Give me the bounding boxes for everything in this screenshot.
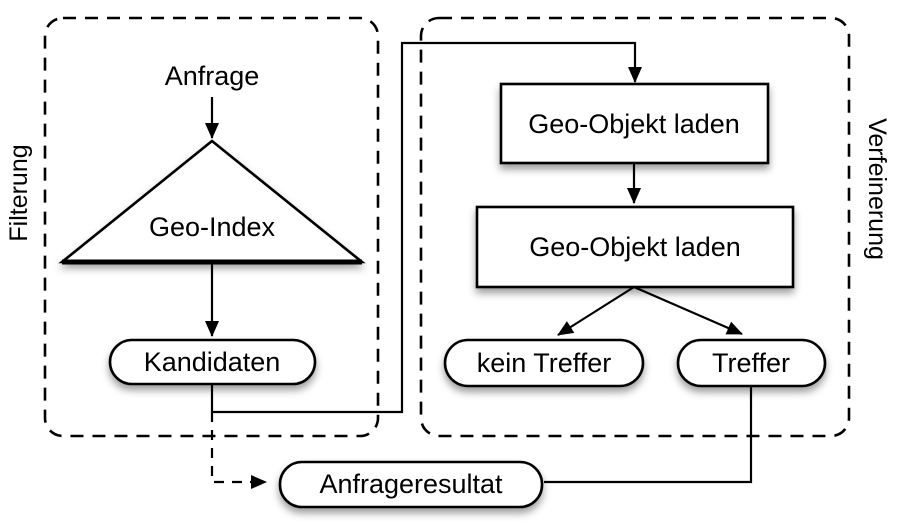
node-geo-objekt-laden-1: Geo-Objekt laden	[499, 82, 770, 165]
node-geo-index: Geo-Index	[58, 139, 366, 265]
anfrageresultat-pill	[278, 460, 544, 509]
edge-geoobjekt2-to-keintreffer	[557, 286, 635, 336]
edge-kandidaten-to-anfrageresultat-dashed	[210, 412, 267, 489]
node-geo-objekt-laden-2: Geo-Objekt laden	[475, 205, 795, 289]
kandidaten-pill	[108, 338, 317, 386]
filterung-group-label: Filterung	[5, 144, 33, 241]
verfeinerung-group-box	[419, 16, 851, 438]
node-anfrage-label: Anfrage	[165, 61, 260, 91]
node-anfrageresultat-label: Anfrageresultat	[319, 469, 503, 499]
edge-geoobjekt2-to-treffer	[633, 285, 743, 336]
edge-kandidaten-to-geoobjekt1	[210, 41, 642, 414]
node-kein-treffer: kein Treffer	[443, 338, 645, 388]
node-geo-index-label: Geo-Index	[149, 212, 276, 242]
geo-index-triangle	[58, 139, 366, 264]
geo-objekt-laden-1-rect	[499, 82, 770, 165]
node-treffer: Treffer	[676, 338, 827, 388]
node-geo-objekt-laden-2-label: Geo-Objekt laden	[529, 232, 741, 262]
node-treffer-label: Treffer	[712, 348, 790, 378]
node-kandidaten-label: Kandidaten	[144, 347, 281, 377]
node-geo-objekt-laden-1-label: Geo-Objekt laden	[528, 109, 740, 139]
verfeinerung-group-label: Verfeinerung	[863, 118, 891, 260]
node-anfrageresultat: Anfrageresultat	[278, 460, 544, 509]
treffer-pill	[676, 338, 827, 388]
node-kandidaten: Kandidaten	[108, 338, 317, 386]
edge-treffer-to-anfrageresultat	[544, 387, 753, 484]
geo-objekt-laden-2-rect	[475, 205, 795, 289]
kein-treffer-pill	[443, 338, 645, 388]
node-kein-treffer-label: kein Treffer	[477, 348, 612, 378]
